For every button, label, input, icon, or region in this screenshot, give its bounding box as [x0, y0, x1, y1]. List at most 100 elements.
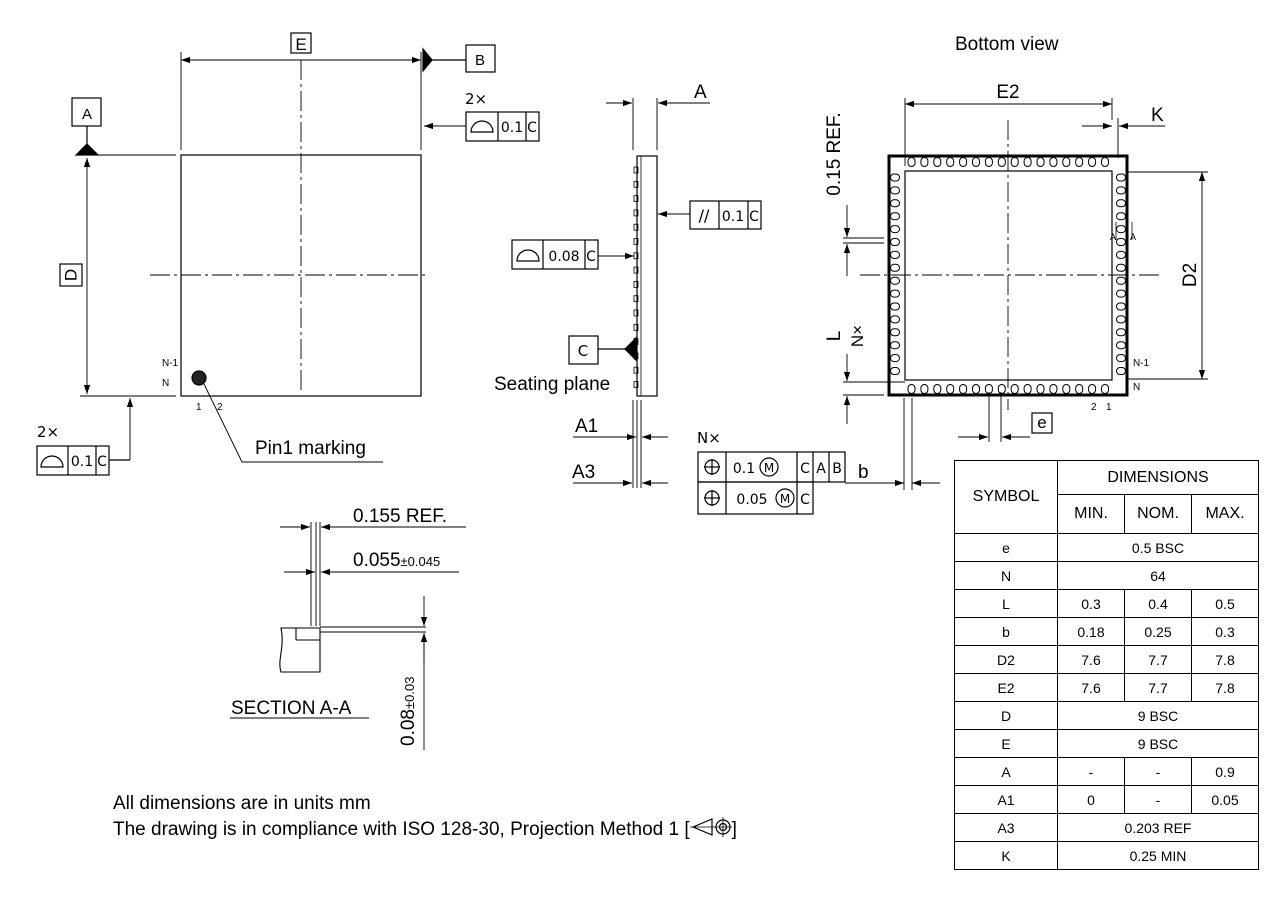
section-aa: [230, 522, 466, 750]
pad-top: [1049, 157, 1058, 167]
row-min: -: [1057, 757, 1125, 786]
pad-top: [972, 157, 980, 167]
pad-top: [1010, 157, 1019, 167]
datum-b: B: [475, 52, 485, 69]
dim-nx: N×: [848, 325, 867, 347]
pin-1-bottom: 1: [1106, 402, 1112, 413]
projection-method-icon: [689, 817, 732, 837]
pad-bottom: [1010, 384, 1019, 394]
pad-right: [1116, 199, 1126, 208]
bottom-view-text: Bottom view E2 K 0.15 REF. D2 L N× e N-1…: [824, 34, 1201, 432]
row-max: 0.3: [1191, 617, 1259, 646]
row-symbol: b: [954, 617, 1058, 646]
datum-e: E: [295, 35, 306, 54]
pad-top: [1036, 157, 1045, 167]
pin-n1-top: N-1: [162, 358, 179, 369]
side-pad: [633, 381, 639, 388]
pad-left: [890, 289, 900, 298]
row-nom: -: [1124, 785, 1192, 814]
tol-flat: 0.08: [548, 249, 579, 265]
row-symbol: K: [954, 841, 1058, 870]
pad-left: [890, 186, 900, 195]
parallel-symbol: //: [699, 206, 710, 225]
pin-2-bottom: 2: [1091, 402, 1097, 413]
pad-left: [890, 199, 900, 208]
dim-k: K: [1151, 105, 1164, 126]
count-left: 2×: [37, 423, 59, 441]
pos-tol2: 0.05: [736, 492, 767, 508]
datum-a: A: [82, 106, 92, 123]
row-symbol: E2: [954, 673, 1058, 702]
row-min: 7.6: [1057, 645, 1125, 674]
tol-left: 0.1: [71, 454, 93, 470]
datum-d: D: [62, 269, 81, 281]
ref-top: C: [527, 120, 537, 136]
side-pad: [633, 195, 639, 203]
pad-right: [1116, 367, 1126, 375]
min-header: MIN.: [1057, 494, 1125, 534]
row-nom: 7.7: [1124, 673, 1192, 702]
side-pad: [633, 166, 639, 174]
row-min: 0.18: [1057, 617, 1125, 646]
row-value: 9 BSC: [1057, 701, 1259, 730]
dim-b: b: [858, 462, 869, 483]
ref-left: C: [97, 454, 107, 470]
count-pos: N×: [697, 429, 721, 447]
pin-1-top: 1: [196, 402, 202, 413]
pad-right: [1116, 302, 1126, 311]
pad-top: [959, 157, 968, 167]
dim-008: 0.08±0.03: [398, 677, 419, 746]
row-nom: -: [1124, 757, 1192, 786]
pad-top: [946, 157, 955, 167]
pad-right: [1116, 263, 1126, 272]
row-symbol: A: [954, 757, 1058, 786]
side-view-text: A // 0.1 C 0.08 C C Seating plane A1 A3 …: [494, 82, 869, 508]
side-pad: [633, 295, 639, 303]
pin1-marker: [191, 370, 207, 386]
dimensions-header: DIMENSIONS: [1057, 460, 1259, 495]
row-min: 7.6: [1057, 673, 1125, 702]
pos-ref1a: C: [800, 461, 810, 477]
pad-left: [890, 173, 900, 182]
row-max: 0.05: [1191, 785, 1259, 814]
pos-ref2: C: [800, 492, 810, 508]
pad-bottom: [1049, 384, 1058, 394]
pad-bottom: [907, 384, 916, 394]
pin-2-top: 2: [217, 402, 223, 413]
side-view: [511, 98, 940, 515]
side-pad: [633, 266, 639, 274]
count-top: 2×: [465, 90, 487, 108]
row-max: 0.5: [1191, 589, 1259, 618]
section-aa-text: 0.155 REF. 0.055±0.045 0.08±0.03 SECTION…: [231, 506, 447, 746]
pad-left: [890, 250, 900, 259]
note-units: All dimensions are in units mm: [113, 793, 371, 814]
pad-bottom: [1101, 384, 1109, 394]
dim-a3: A3: [572, 462, 595, 483]
dim-0055: 0.055±0.045: [353, 550, 440, 571]
row-max: 7.8: [1191, 673, 1259, 702]
pin-n-top: N: [162, 378, 169, 389]
pin-n-bottom: N: [1133, 382, 1140, 393]
mod-m2: M: [780, 492, 790, 506]
pad-right: [1116, 289, 1126, 298]
pad-left: [890, 328, 900, 337]
side-pad: [633, 366, 639, 374]
row-symbol: e: [954, 533, 1058, 562]
pad-bottom: [1036, 384, 1045, 394]
pin-n1-bottom: N-1: [1133, 358, 1150, 369]
pad-bottom: [997, 384, 1006, 394]
row-symbol: D2: [954, 645, 1058, 674]
pad-right: [1116, 328, 1126, 337]
pad-bottom: [920, 384, 929, 394]
pos-ref1b: A: [816, 461, 826, 477]
pad-left: [890, 315, 900, 324]
row-min: 0: [1057, 785, 1125, 814]
